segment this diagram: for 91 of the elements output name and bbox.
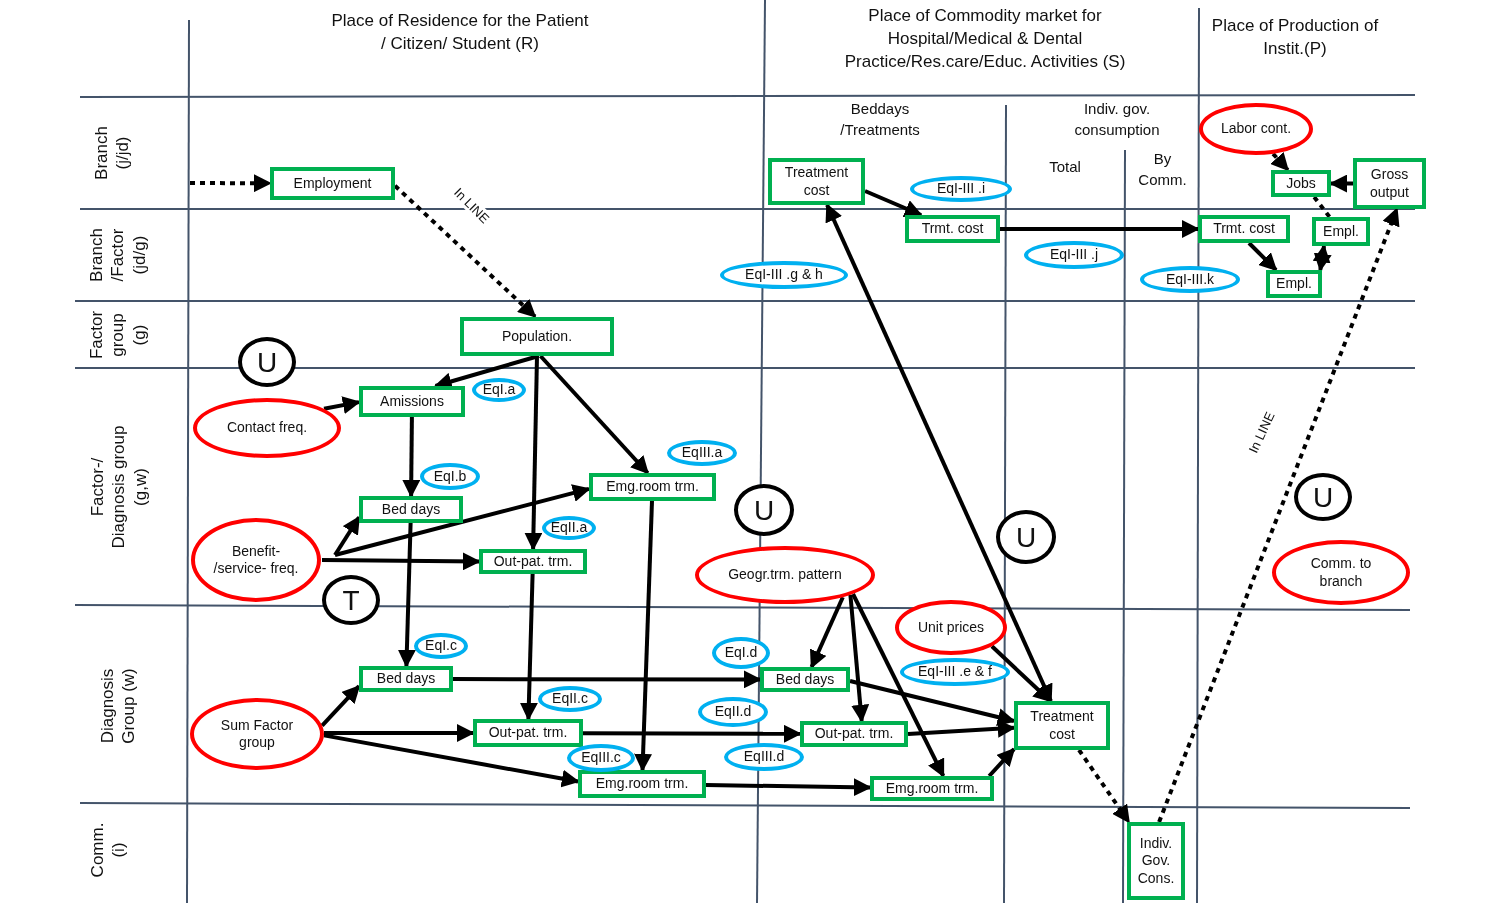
arrow [334,484,591,557]
column-header: Place of Commodity market for Hospital/Medical & Dental Practice/Res.care/Educ. Activities (S) [843,5,1127,73]
dotted-arrow [190,174,272,193]
process-box: Bed days [359,496,463,523]
process-box: Emg.room trm. [589,473,716,501]
input-ellipse: Sum Factor group [190,698,324,770]
arrow [539,354,650,475]
equation-ellipse: EqI-III .j [1024,241,1124,269]
process-box: Empl. [1266,270,1322,298]
input-ellipse: Comm. to branch [1272,540,1410,605]
subcolumn-header: By Comm. [1137,149,1188,190]
arrow [851,593,946,778]
symbol-circle: T [322,575,380,625]
process-box: Empl. [1312,217,1370,246]
process-box: Amissions [359,386,465,417]
subcolumn-header: Indiv. gov. consumption [1073,99,1161,140]
arrow [320,684,361,727]
process-box: Bed days [760,667,850,692]
equation-ellipse: EqII.a [542,516,596,540]
arrow [705,778,872,797]
subcolumn-header: Beddays /Treatments [839,99,921,140]
row-header: Branch /Factor (jd/g) [86,227,150,284]
process-box: Out-pat. trm. [473,719,583,747]
equation-ellipse: EqII.c [538,686,602,712]
arrow [333,515,361,557]
dotted-arrow [1312,244,1332,272]
input-ellipse: Unit prices [895,600,1007,655]
arrow [634,500,654,772]
process-box: Indiv. Gov. Cons. [1127,822,1185,900]
process-box: Emg.room trm. [578,770,706,798]
arrow [524,355,543,551]
equation-ellipse: EqIII.d [724,743,804,771]
column-header: Place of Production of Instit.(P) [1210,15,1380,60]
process-box: Gross output [1353,158,1426,209]
row-header: Branch (j/jd) [90,125,133,182]
equation-ellipse: EqI-III.k [1140,266,1240,293]
equation-ellipse: EqI-III .g & h [720,261,848,289]
dotted-arrow [1157,207,1400,823]
equation-ellipse: EqI.d [712,637,770,669]
process-box: Treatment cost [1014,701,1110,750]
process-box: Employment [270,167,395,200]
arrow [321,552,481,571]
process-box: Bed days [359,666,453,692]
arrow [397,522,416,668]
row-header: Factor group (g) [86,309,150,362]
equation-ellipse: EqII.d [698,697,768,727]
equation-ellipse: EqI-III .e & f [900,658,1010,686]
equation-ellipse: EqIII.c [567,744,635,772]
input-ellipse: Contact freq. [193,398,341,458]
input-ellipse: Labor cont. [1199,103,1313,155]
process-box: Trmt. cost [905,215,1000,243]
process-box: Trmt. cost [1198,215,1290,243]
dotted-arrow [1077,748,1131,824]
arrow [323,733,580,788]
column-header: Place of Residence for the Patient / Citizen/ Student (R) [330,10,590,55]
process-box: Treatment cost [768,158,865,205]
row-header: Comm. (i) [86,821,129,880]
arrow [324,724,475,742]
arrow [809,596,845,669]
arrow [849,679,1016,726]
process-box: Emg.room trm. [870,776,994,801]
process-box: Out-pat. trm. [800,721,908,747]
arrow [1000,220,1200,238]
row-header: Factor-/ Diagnosis group (g,w) [86,424,151,551]
process-box: Jobs [1271,170,1331,197]
input-ellipse: Benefit- /service- freq. [191,518,321,602]
symbol-circle: U [1294,473,1352,521]
equation-ellipse: EqI.b [420,463,480,490]
symbol-circle: U [996,510,1056,564]
subcolumn-header: Total [1048,157,1082,177]
process-box: Population. [460,317,614,356]
arrow [825,203,1053,703]
equation-ellipse: EqIII.a [667,440,737,466]
arrow [323,396,361,414]
equation-ellipse: EqI-III .i [910,176,1012,202]
arrow [1247,241,1278,272]
equation-ellipse: EqI.c [414,633,468,659]
arrow [864,189,923,217]
arrow [519,573,538,721]
arrow [583,724,802,743]
process-box: Out-pat. trm. [479,549,587,574]
arrow [848,594,870,723]
symbol-circle: U [238,337,296,387]
input-ellipse: Geogr.trm. pattern [695,546,875,604]
arrow [907,719,1016,738]
arrow [987,747,1016,778]
equation-ellipse: EqI.a [472,378,526,402]
arrow [453,670,762,689]
row-header: Diagnosis Group (w) [96,667,139,746]
symbol-circle: U [734,484,794,536]
arrow [402,416,421,498]
